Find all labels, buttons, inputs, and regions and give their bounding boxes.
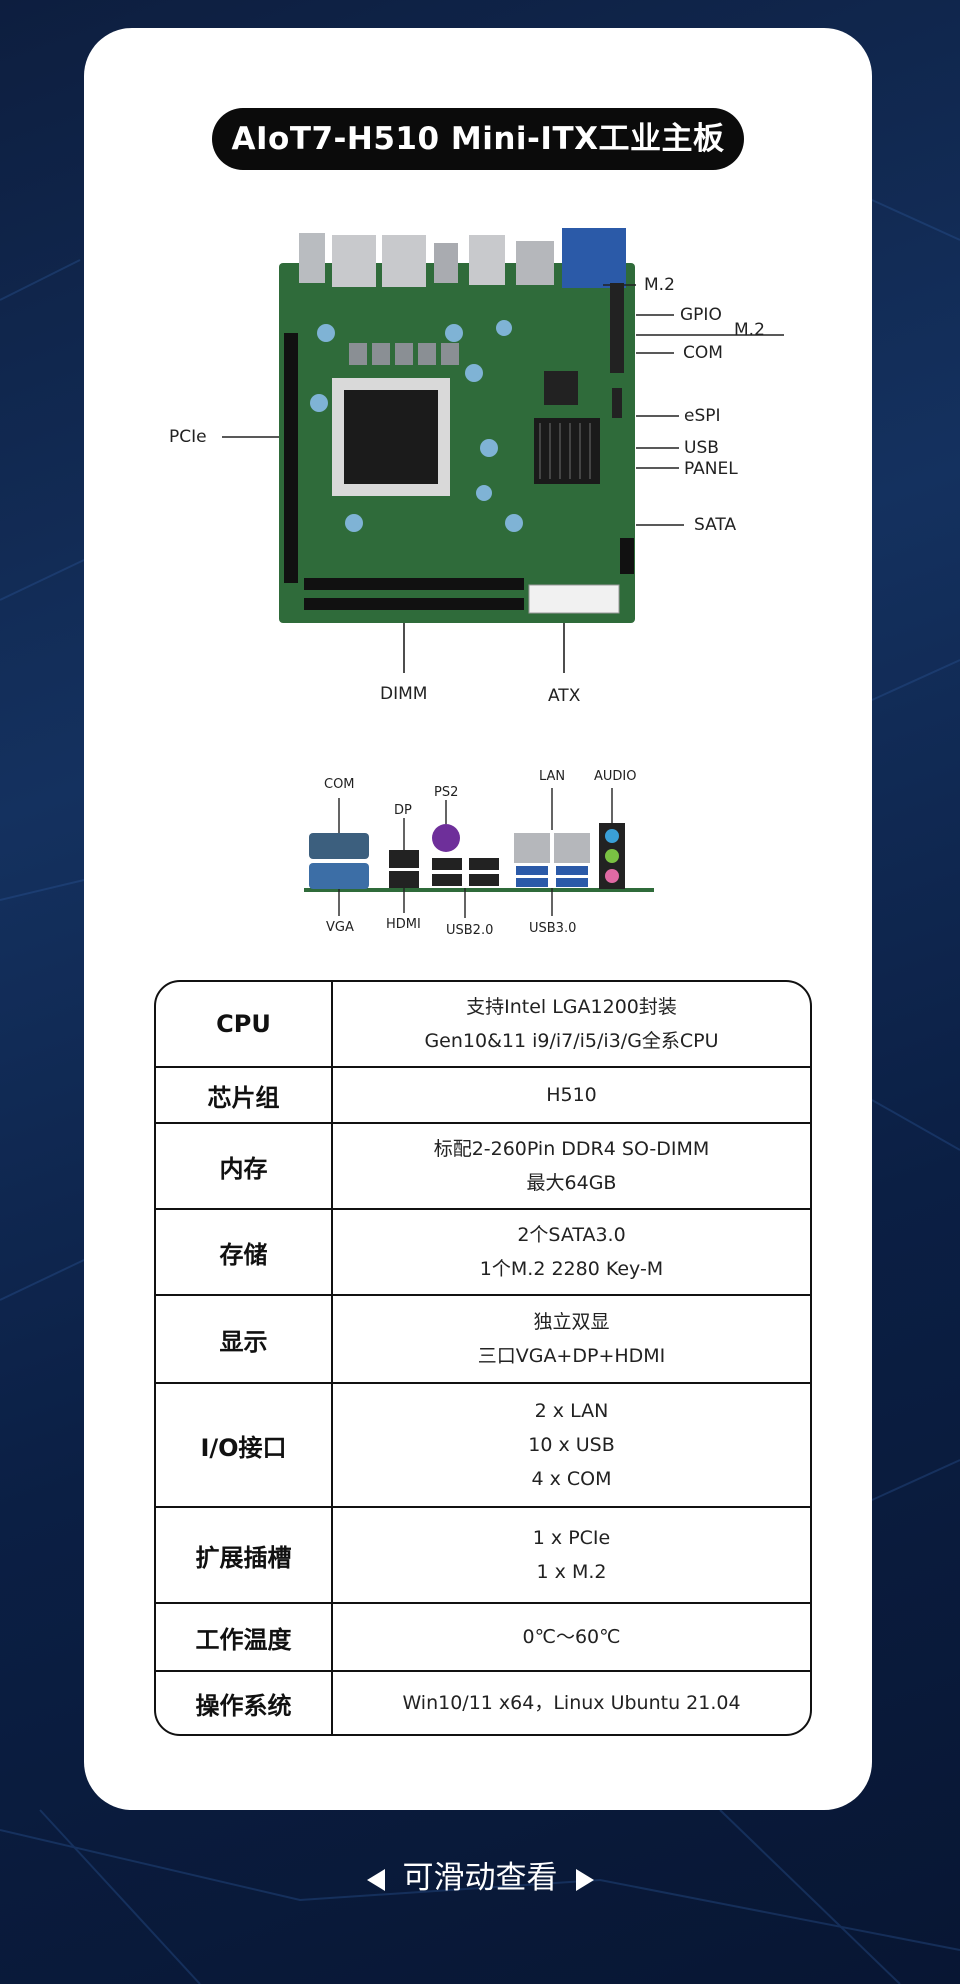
table-row: 内存 标配2-260Pin DDR4 SO-DIMM 最大64GB (156, 1122, 810, 1208)
label-espi: eSPI (684, 406, 721, 426)
spec-key-os: 操作系统 (156, 1672, 333, 1734)
spec-key-storage: 存储 (156, 1210, 333, 1294)
swipe-hint-label: 可滑动查看 (402, 1860, 558, 1896)
label-dimm: DIMM (380, 684, 427, 704)
io-label-audio: AUDIO (594, 769, 637, 784)
spec-line: 2 x LAN (534, 1400, 609, 1422)
label-m2-top: M.2 (644, 275, 675, 295)
spec-key-temperature: 工作温度 (156, 1604, 333, 1670)
spec-line: 1 x PCIe (532, 1527, 611, 1549)
spec-key-io: I/O接口 (156, 1384, 333, 1506)
spec-line: 1个M.2 2280 Key-M (479, 1258, 664, 1280)
product-title: AIoT7-H510 Mini-ITX工业主板 (212, 108, 744, 170)
spec-line: 独立双显 (533, 1311, 610, 1333)
table-row: 存储 2个SATA3.0 1个M.2 2280 Key-M (156, 1208, 810, 1294)
label-com: COM (683, 343, 723, 363)
table-row: 操作系统 Win10/11 x64，Linux Ubuntu 21.04 (156, 1670, 810, 1734)
io-label-dp: DP (394, 803, 412, 818)
io-panel-diagram: COM DP PS2 LAN AUDIO VGA HDMI USB2.0 USB… (304, 769, 654, 938)
io-label-ps2: PS2 (434, 785, 458, 800)
io-label-hdmi: HDMI (386, 917, 421, 932)
spec-key-expansion: 扩展插槽 (156, 1508, 333, 1602)
table-row: 显示 独立双显 三口VGA+DP+HDMI (156, 1294, 810, 1382)
spec-line: Gen10&11 i9/i7/i5/i3/G全系CPU (424, 1030, 719, 1052)
spec-line: 10 x USB (528, 1434, 615, 1456)
label-m2-right: M.2 (734, 320, 765, 340)
spec-value-expansion: 1 x PCIe 1 x M.2 (333, 1508, 810, 1602)
io-label-usb3: USB3.0 (529, 921, 576, 936)
spec-value-memory: 标配2-260Pin DDR4 SO-DIMM 最大64GB (333, 1124, 810, 1208)
spec-key-display: 显示 (156, 1296, 333, 1382)
spec-key-cpu: CPU (156, 982, 333, 1066)
spec-line: H510 (546, 1084, 597, 1106)
label-atx: ATX (548, 686, 581, 706)
spec-line: Win10/11 x64，Linux Ubuntu 21.04 (402, 1692, 741, 1714)
arrow-left-icon[interactable] (366, 1868, 385, 1891)
motherboard-diagram: M.2 GPIO M.2 COM eSPI USB PANEL SATA PCI… (169, 228, 784, 706)
spec-value-io: 2 x LAN 10 x USB 4 x COM (333, 1384, 810, 1506)
table-row: 工作温度 0℃～60℃ (156, 1602, 810, 1670)
swipe-hint[interactable]: 可滑动查看 (0, 1850, 960, 1906)
table-row: 扩展插槽 1 x PCIe 1 x M.2 (156, 1506, 810, 1602)
label-gpio: GPIO (680, 305, 722, 325)
spec-line: 2个SATA3.0 (517, 1224, 626, 1246)
io-label-lan: LAN (539, 769, 565, 784)
label-panel: PANEL (684, 459, 738, 479)
spec-line: 1 x M.2 (536, 1561, 607, 1583)
spec-line: 4 x COM (531, 1468, 612, 1490)
io-label-vga: VGA (326, 920, 354, 935)
spec-table: CPU 支持Intel LGA1200封装 Gen10&11 i9/i7/i5/… (154, 980, 812, 1736)
table-row: 芯片组 H510 (156, 1066, 810, 1122)
table-row: CPU 支持Intel LGA1200封装 Gen10&11 i9/i7/i5/… (156, 982, 810, 1066)
spec-value-os: Win10/11 x64，Linux Ubuntu 21.04 (333, 1672, 810, 1734)
spec-line: 最大64GB (526, 1172, 617, 1194)
spec-line: 标配2-260Pin DDR4 SO-DIMM (433, 1138, 710, 1160)
spec-line: 0℃～60℃ (522, 1626, 621, 1648)
table-row: I/O接口 2 x LAN 10 x USB 4 x COM (156, 1382, 810, 1506)
arrow-right-icon[interactable] (575, 1868, 594, 1891)
spec-line: 支持Intel LGA1200封装 (466, 996, 677, 1018)
spec-value-chipset: H510 (333, 1068, 810, 1122)
spec-key-memory: 内存 (156, 1124, 333, 1208)
label-pcie: PCIe (169, 427, 207, 447)
product-card: AIoT7-H510 Mini-ITX工业主板 (84, 28, 872, 1810)
spec-line: 三口VGA+DP+HDMI (477, 1345, 666, 1367)
io-label-usb2: USB2.0 (446, 923, 493, 938)
spec-key-chipset: 芯片组 (156, 1068, 333, 1122)
label-usb: USB (684, 438, 719, 458)
spec-value-cpu: 支持Intel LGA1200封装 Gen10&11 i9/i7/i5/i3/G… (333, 982, 810, 1066)
spec-value-temperature: 0℃～60℃ (333, 1604, 810, 1670)
io-label-com: COM (324, 777, 355, 792)
label-sata: SATA (694, 515, 736, 535)
spec-value-storage: 2个SATA3.0 1个M.2 2280 Key-M (333, 1210, 810, 1294)
spec-value-display: 独立双显 三口VGA+DP+HDMI (333, 1296, 810, 1382)
